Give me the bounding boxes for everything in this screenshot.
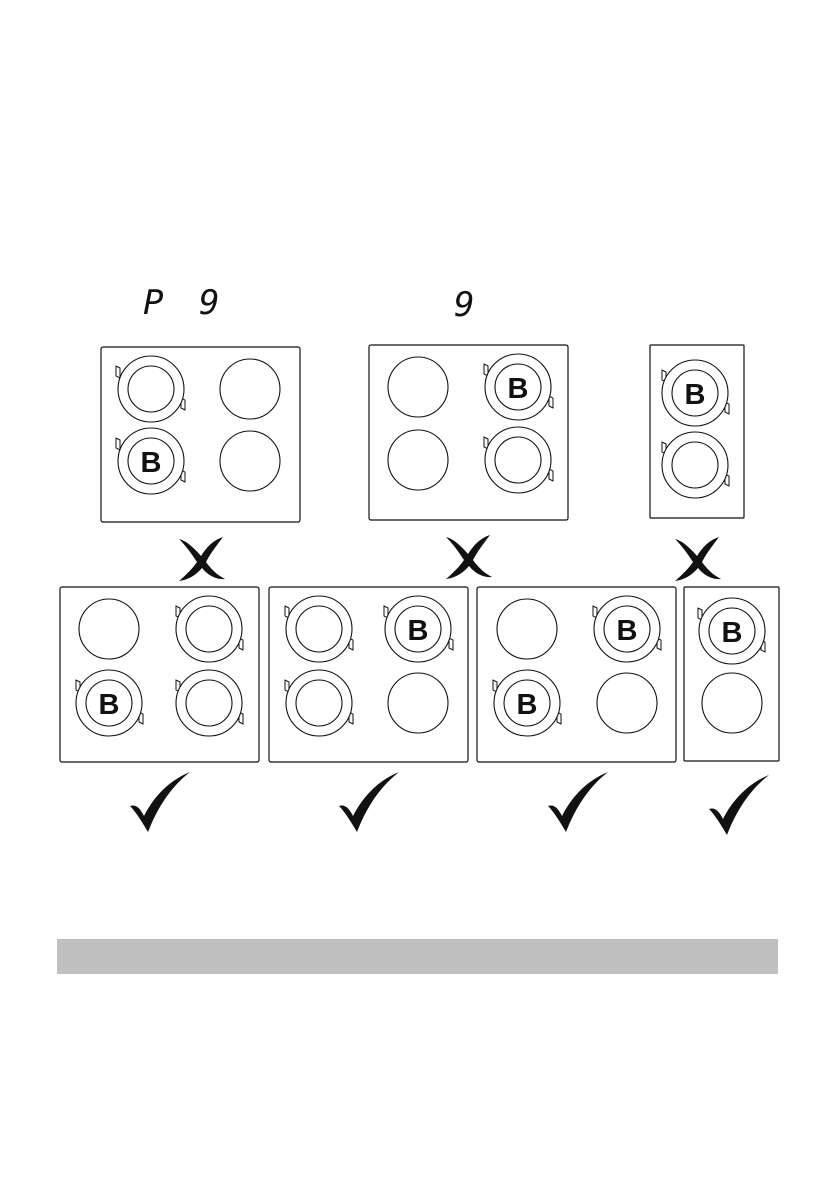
hob-wrong-3: B <box>650 345 744 518</box>
bridge-label: B <box>685 379 706 411</box>
zone-top-left <box>388 357 448 417</box>
zone-top-left <box>497 599 557 659</box>
zone-top-left-ring <box>285 596 353 662</box>
zone-bottom-right <box>597 673 657 733</box>
zone-top-right-bridge: B <box>593 596 661 662</box>
check-icon <box>548 772 608 832</box>
hob-wrong-1: B <box>101 347 300 522</box>
zone-bottom-right <box>388 673 448 733</box>
zone-top-right <box>220 359 280 419</box>
cross-icon <box>179 537 225 581</box>
check-icon <box>130 772 190 832</box>
zone-top-left <box>79 599 139 659</box>
zone-bottom-ring <box>662 432 729 498</box>
cross-icon <box>446 535 492 579</box>
hob-correct-3: B B <box>477 587 676 762</box>
display-9-left: 9 <box>199 283 219 323</box>
zone-bottom-right-ring <box>176 670 243 736</box>
zone-bottom-left-ring <box>285 670 353 736</box>
zone-top-right-ring <box>176 596 243 662</box>
bridge-label: B <box>722 617 743 649</box>
hob-correct-2: B <box>269 587 468 762</box>
hob-correct-1: B <box>60 587 259 762</box>
display-9-middle: 9 <box>454 285 474 325</box>
bridge-label: B <box>517 689 538 721</box>
zone-bottom-left-bridge: B <box>493 670 561 736</box>
bridge-label: B <box>141 447 162 479</box>
zone-top-bridge: B <box>698 598 765 664</box>
bridge-label: B <box>99 689 120 721</box>
zone-top-bridge: B <box>662 360 729 426</box>
hob-correct-4: B <box>684 587 779 761</box>
hob-wrong-2: B <box>369 345 568 520</box>
bridge-label: B <box>508 373 529 405</box>
display-p: P <box>143 283 163 323</box>
zone-bottom <box>702 673 762 733</box>
check-icon <box>339 772 399 832</box>
section-banner <box>57 939 778 974</box>
cross-icon <box>675 537 721 581</box>
zone-bottom-left-bridge: B <box>76 670 143 736</box>
bridge-label: B <box>617 615 638 647</box>
zone-bottom-left <box>388 430 448 490</box>
bridge-label: B <box>408 615 429 647</box>
check-icon <box>709 775 769 835</box>
zone-bottom-right <box>220 431 280 491</box>
